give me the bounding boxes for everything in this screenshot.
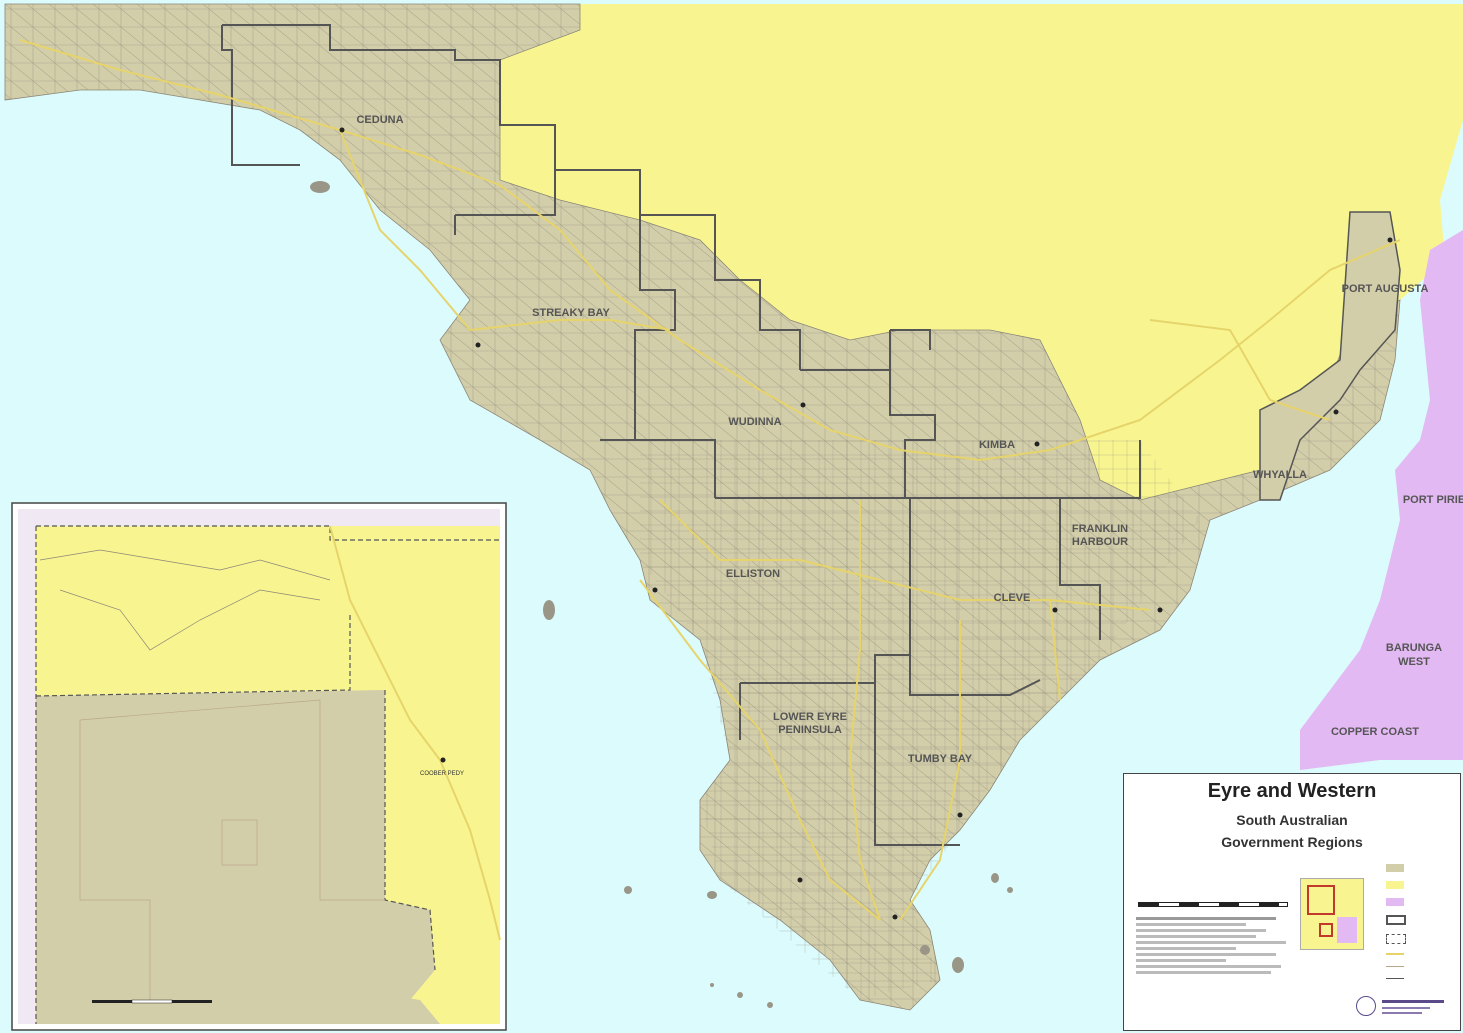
inset-map: COOBER PEDY [11,502,507,1031]
council-boundaries [221,24,1141,846]
legend-subtitle-2: Government Regions [1221,834,1363,850]
legend-title: Eyre and Western [1207,780,1377,802]
legend-credits [1136,914,1296,994]
legend-scale-bar [1138,902,1288,907]
legend-subtitle-1: South Australian [1236,812,1348,828]
government-logo [1356,994,1452,1022]
label-streaky-bay: STREAKY BAY [532,307,610,319]
legend-locator-map [1300,878,1364,950]
label-copper-coast: COPPER COAST [1331,726,1419,738]
label-kimba: KIMBA [979,439,1015,451]
far-north-region [500,4,1463,500]
legend-panel: Eyre and Western South Australian Govern… [1123,773,1461,1031]
label-barunga-west: WEST [1398,656,1430,668]
council-labels: CEDUNA STREAKY BAY WUDINNA KIMBA WHYALLA… [356,114,1463,765]
adjacent-region [1300,230,1463,770]
label-franklin: FRANKLIN [1072,523,1128,535]
label-tumby-bay: TUMBY BAY [908,753,973,765]
label-port-augusta: PORT AUGUSTA [1342,283,1429,295]
legend-key [1386,864,1410,990]
label-ceduna: CEDUNA [356,114,403,126]
inset-label-coober-pedy: COOBER PEDY [420,771,464,777]
label-elliston: ELLISTON [726,568,780,580]
label-peninsula: PENINSULA [778,724,842,736]
inset-scale-bar [92,999,212,1004]
label-cleve: CLEVE [994,592,1031,604]
label-whyalla: WHYALLA [1253,469,1307,481]
label-harbour: HARBOUR [1072,536,1128,548]
whyalla-strip [1259,211,1401,501]
label-lower-eyre: LOWER EYRE [773,711,847,723]
town-markers [339,127,1393,920]
label-wudinna: WUDINNA [728,416,781,428]
label-barunga: BARUNGA [1386,642,1442,654]
label-port-pirie: PORT PIRIE [1403,494,1463,506]
islands [310,181,1013,1008]
